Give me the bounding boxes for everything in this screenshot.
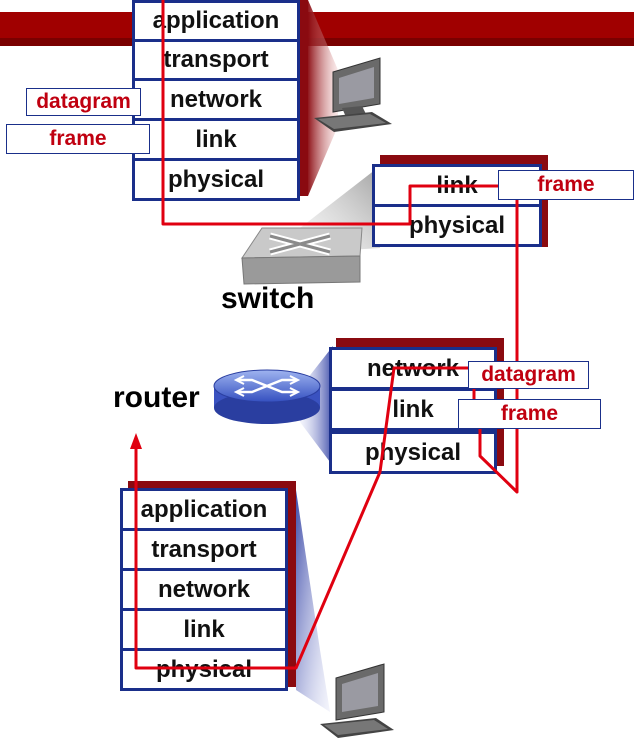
- data-path-line: [134, 0, 519, 670]
- layer-label: transport: [151, 535, 257, 563]
- layer-label: link: [195, 125, 237, 153]
- top-host-application-layer: application: [132, 0, 300, 42]
- top-host-link-layer: link: [132, 118, 300, 161]
- switch-frame-tag: frame: [498, 170, 634, 200]
- router-physical-layer: physical: [329, 431, 497, 474]
- layer-label: network: [169, 85, 262, 113]
- layer-label: transport: [163, 46, 269, 73]
- layer-label: application: [140, 495, 268, 523]
- router-frame-tag: frame: [458, 399, 601, 429]
- bottom-host-transport-layer: transport: [120, 528, 288, 571]
- layer-label: link: [392, 395, 434, 423]
- switch-icon: [241, 227, 363, 285]
- layer-label: application: [152, 7, 280, 34]
- router-icon: [213, 369, 321, 424]
- bottom-host-network-layer: network: [120, 568, 288, 611]
- layer-label: link: [183, 615, 225, 643]
- bottom-host-application-layer: application: [120, 488, 288, 531]
- bottom-host-projection: [296, 490, 330, 712]
- bottom-computer-icon: [320, 663, 394, 738]
- top-host-transport-layer: transport: [132, 39, 300, 81]
- layer-label: network: [157, 575, 250, 603]
- router-datagram-tag: datagram: [468, 361, 589, 389]
- host-frame-tag: frame: [6, 124, 150, 154]
- top-host-physical-layer: physical: [132, 158, 300, 201]
- host-datagram-tag: datagram: [26, 88, 141, 116]
- layer-label: physical: [408, 211, 506, 239]
- layer-label: physical: [167, 165, 265, 193]
- top-host-projection: [308, 0, 338, 196]
- data-path-arrowhead: [130, 433, 142, 449]
- top-computer-icon: [314, 57, 392, 132]
- router-label: router: [113, 381, 200, 414]
- switch-label: switch: [221, 282, 315, 315]
